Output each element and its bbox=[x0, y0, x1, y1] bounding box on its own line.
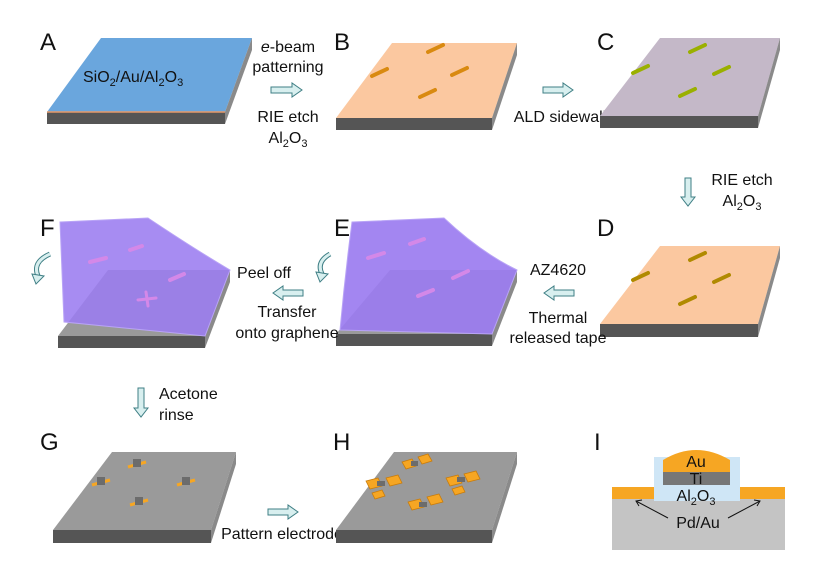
channel-group-h bbox=[377, 461, 465, 507]
chip-h-side bbox=[492, 452, 517, 543]
tape-film-f bbox=[59, 217, 231, 337]
substrate-label: SiO2/Au/Al2O3 bbox=[83, 69, 183, 89]
pointer-arrows bbox=[635, 499, 761, 519]
chip-e-side bbox=[492, 270, 517, 346]
chip-b-front bbox=[336, 118, 492, 130]
panel-h: H bbox=[333, 429, 517, 543]
step-f-g: Acetone rinse bbox=[132, 386, 218, 424]
step-a-b: e-beam patterning RIE etch Al2O3 bbox=[252, 39, 323, 150]
panel-a: A SiO2/Au/Al2O3 bbox=[40, 29, 252, 124]
chip-g-top bbox=[53, 452, 236, 530]
chip-g-side bbox=[211, 452, 236, 543]
layer-label-ti: Ti bbox=[690, 471, 703, 488]
chip-a-side bbox=[225, 38, 252, 124]
panel-label-b: B bbox=[334, 29, 350, 56]
chip-a-top bbox=[47, 38, 252, 112]
chip-h-top bbox=[336, 452, 517, 530]
tape-film-e bbox=[339, 217, 518, 335]
chip-e-front bbox=[336, 334, 492, 346]
arrow-right-icon bbox=[542, 82, 574, 98]
panel-e: E bbox=[315, 215, 518, 346]
nanowire-group-f bbox=[88, 244, 186, 282]
electrode-group-h bbox=[365, 453, 481, 511]
chip-b-side bbox=[492, 43, 517, 130]
chip-d-side bbox=[758, 246, 780, 337]
curved-arrow-icon bbox=[315, 251, 332, 283]
step-fg-line1: Acetone bbox=[159, 386, 218, 403]
panel-label-g: G bbox=[40, 429, 59, 456]
step-ef-line1: Peel off bbox=[237, 265, 292, 282]
chip-h-front bbox=[336, 530, 492, 543]
nanowire-group-b bbox=[370, 43, 469, 99]
panel-d: D bbox=[597, 215, 780, 337]
step-ab-line4: Al2O3 bbox=[269, 130, 308, 150]
panel-b: B bbox=[334, 29, 517, 130]
chip-c-side bbox=[758, 38, 780, 128]
chip-f-front bbox=[58, 336, 205, 348]
step-gh-text: Pattern electrodes bbox=[221, 526, 351, 543]
step-b-c: ALD sidewall bbox=[514, 82, 606, 126]
step-ef-line3: onto graphene bbox=[235, 325, 338, 342]
step-cd-line2: Al2O3 bbox=[723, 193, 762, 213]
panel-f: F bbox=[31, 215, 231, 348]
panel-g: G bbox=[40, 429, 236, 543]
chip-b-top bbox=[336, 43, 517, 118]
panel-label-c: C bbox=[597, 29, 614, 56]
step-e-f: Peel off Transfer onto graphene bbox=[235, 265, 338, 342]
arrow-down-icon bbox=[679, 177, 697, 207]
step-de-line3: released tape bbox=[510, 330, 607, 347]
step-g-h: Pattern electrodes bbox=[221, 504, 351, 543]
chip-c-top bbox=[600, 38, 780, 116]
panel-c: C bbox=[597, 29, 780, 128]
al2o3-layer bbox=[663, 485, 730, 501]
arrow-right-icon bbox=[267, 504, 299, 520]
panel-label-e: E bbox=[334, 215, 350, 242]
layer-label-au: Au bbox=[686, 454, 706, 471]
nanowire-group-c bbox=[631, 43, 731, 98]
layer-label-al2o3: Al2O3 bbox=[677, 488, 716, 508]
step-ef-line2: Transfer bbox=[258, 304, 318, 321]
device-group-g bbox=[91, 459, 196, 507]
chip-d-top bbox=[600, 246, 780, 324]
step-de-line2: Thermal bbox=[529, 310, 588, 327]
step-ab-line2: patterning bbox=[252, 59, 323, 76]
arrow-down-icon bbox=[132, 387, 150, 418]
arrow-right-icon bbox=[270, 82, 303, 98]
panel-label-h: H bbox=[333, 429, 350, 456]
step-ab-line1: e-beam bbox=[261, 39, 315, 56]
ti-layer bbox=[663, 472, 730, 485]
step-fg-line2: rinse bbox=[159, 407, 194, 424]
step-c-d: RIE etch Al2O3 bbox=[679, 172, 773, 213]
chip-g-front bbox=[53, 530, 211, 543]
chip-f-side bbox=[205, 270, 230, 348]
step-cd-line1: RIE etch bbox=[711, 172, 772, 189]
chip-c-front bbox=[600, 116, 758, 128]
au-cap bbox=[663, 450, 730, 472]
step-bc-text: ALD sidewall bbox=[514, 109, 606, 126]
step-d-e: AZ4620 Thermal released tape bbox=[510, 262, 607, 347]
panel-label-i: I bbox=[594, 429, 601, 456]
nanowire-group-e bbox=[366, 237, 470, 298]
step-de-line1: AZ4620 bbox=[530, 262, 586, 279]
arrow-left-icon bbox=[543, 285, 575, 301]
layer-label-pdau: Pd/Au bbox=[676, 515, 720, 532]
arrow-left-icon bbox=[272, 285, 304, 301]
nanowire-cross-f bbox=[136, 290, 158, 308]
panel-label-f: F bbox=[40, 215, 55, 242]
chip-a-front bbox=[47, 112, 225, 124]
nanowire-group-d bbox=[631, 251, 731, 306]
panel-label-a: A bbox=[40, 29, 56, 56]
panel-i: I Au Ti Al2O3 Pd/Au bbox=[594, 429, 785, 550]
panel-label-d: D bbox=[597, 215, 614, 242]
chip-d-front bbox=[600, 324, 758, 337]
substrate bbox=[612, 498, 785, 550]
curved-arrow-icon bbox=[31, 251, 52, 285]
step-ab-line3: RIE etch bbox=[257, 109, 318, 126]
